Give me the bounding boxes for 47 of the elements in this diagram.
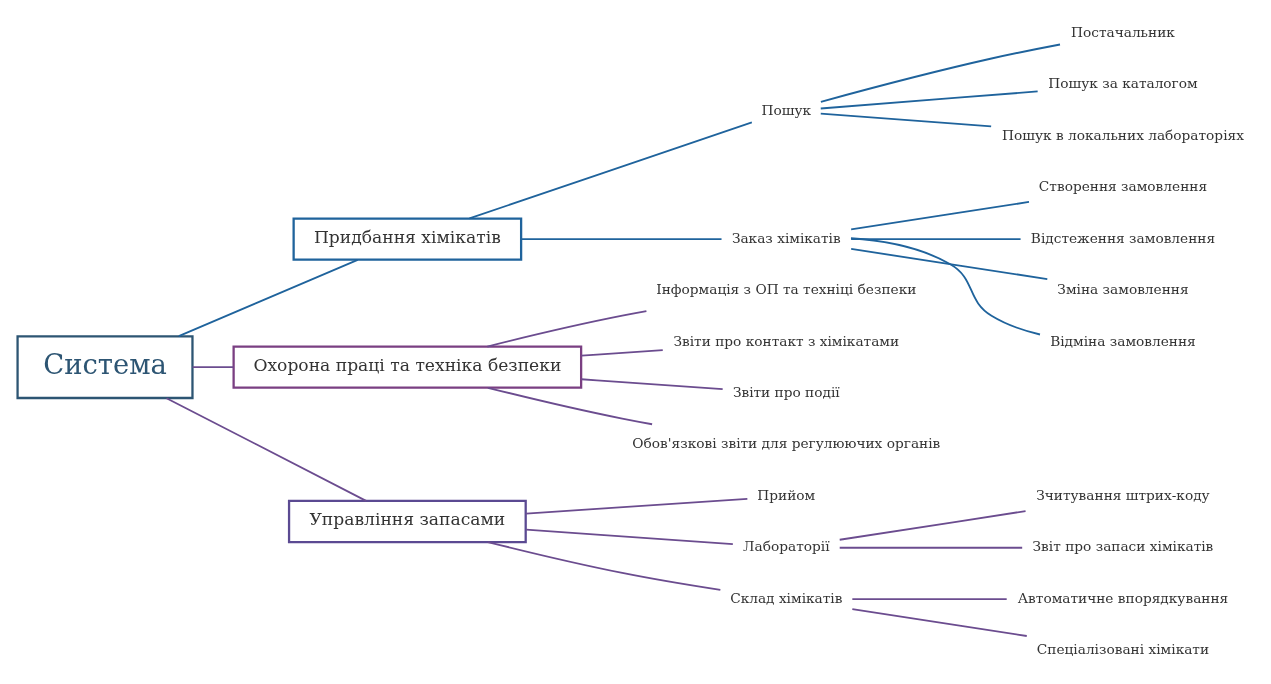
connector bbox=[486, 541, 721, 591]
node-text: Пошук за каталогом bbox=[1047, 75, 1198, 92]
node-box: Управління запасами bbox=[287, 499, 527, 544]
node-text: Створення замовлення bbox=[1038, 178, 1207, 195]
connector bbox=[580, 378, 724, 390]
connector bbox=[849, 201, 1030, 231]
node-text: Обов'язкові звіти для регулюючих органів bbox=[631, 435, 940, 452]
node-text: Інформація з ОП та техніці безпеки bbox=[655, 281, 916, 298]
connector bbox=[850, 598, 1008, 601]
connector bbox=[485, 310, 647, 348]
node-text: Пошук в локальних лабораторіях bbox=[1001, 126, 1244, 143]
node-text: Склад хімікатів bbox=[729, 589, 842, 606]
node-text: Прийом bbox=[756, 486, 815, 503]
connector bbox=[849, 248, 1048, 280]
connector bbox=[191, 366, 234, 369]
connector bbox=[849, 238, 1021, 241]
node-text: Постачальник bbox=[1070, 23, 1175, 40]
node-box: Придбання хімікатів bbox=[292, 217, 522, 261]
connector bbox=[849, 237, 1041, 336]
node-text: Відміна замовлення bbox=[1049, 332, 1196, 349]
connector bbox=[580, 349, 664, 357]
node-text: Відстеження замовлення bbox=[1030, 229, 1215, 246]
node-text: Спеціалізовані хімікати bbox=[1036, 641, 1209, 658]
connector bbox=[524, 497, 748, 515]
connector bbox=[524, 528, 734, 546]
node-text: Звіт про запаси хімікатів bbox=[1032, 538, 1213, 555]
node-text: Пошук bbox=[761, 101, 811, 118]
node-box: Охорона праці та техніка безпеки bbox=[231, 345, 582, 389]
node-box: Система bbox=[15, 335, 194, 400]
node-text: Лабораторії bbox=[742, 538, 830, 555]
connector bbox=[165, 397, 367, 502]
connector bbox=[468, 121, 753, 220]
connector bbox=[838, 546, 1023, 549]
connector bbox=[486, 386, 653, 426]
node-text: Звіти про контакт з хімікатами bbox=[672, 332, 899, 349]
connector bbox=[819, 43, 1061, 103]
node-text: Заказ хімікатів bbox=[731, 229, 841, 246]
connector bbox=[838, 510, 1026, 541]
connector bbox=[850, 608, 1028, 637]
connector bbox=[177, 258, 359, 338]
node-text: Зчитування штрих-коду bbox=[1035, 486, 1210, 503]
connector bbox=[819, 112, 992, 128]
connector bbox=[520, 238, 722, 241]
node-text: Звіти про події bbox=[732, 383, 840, 400]
node-text: Автоматичне впорядкування bbox=[1017, 589, 1228, 606]
node-text: Зміна замовлення bbox=[1056, 281, 1189, 298]
connector bbox=[819, 90, 1039, 110]
